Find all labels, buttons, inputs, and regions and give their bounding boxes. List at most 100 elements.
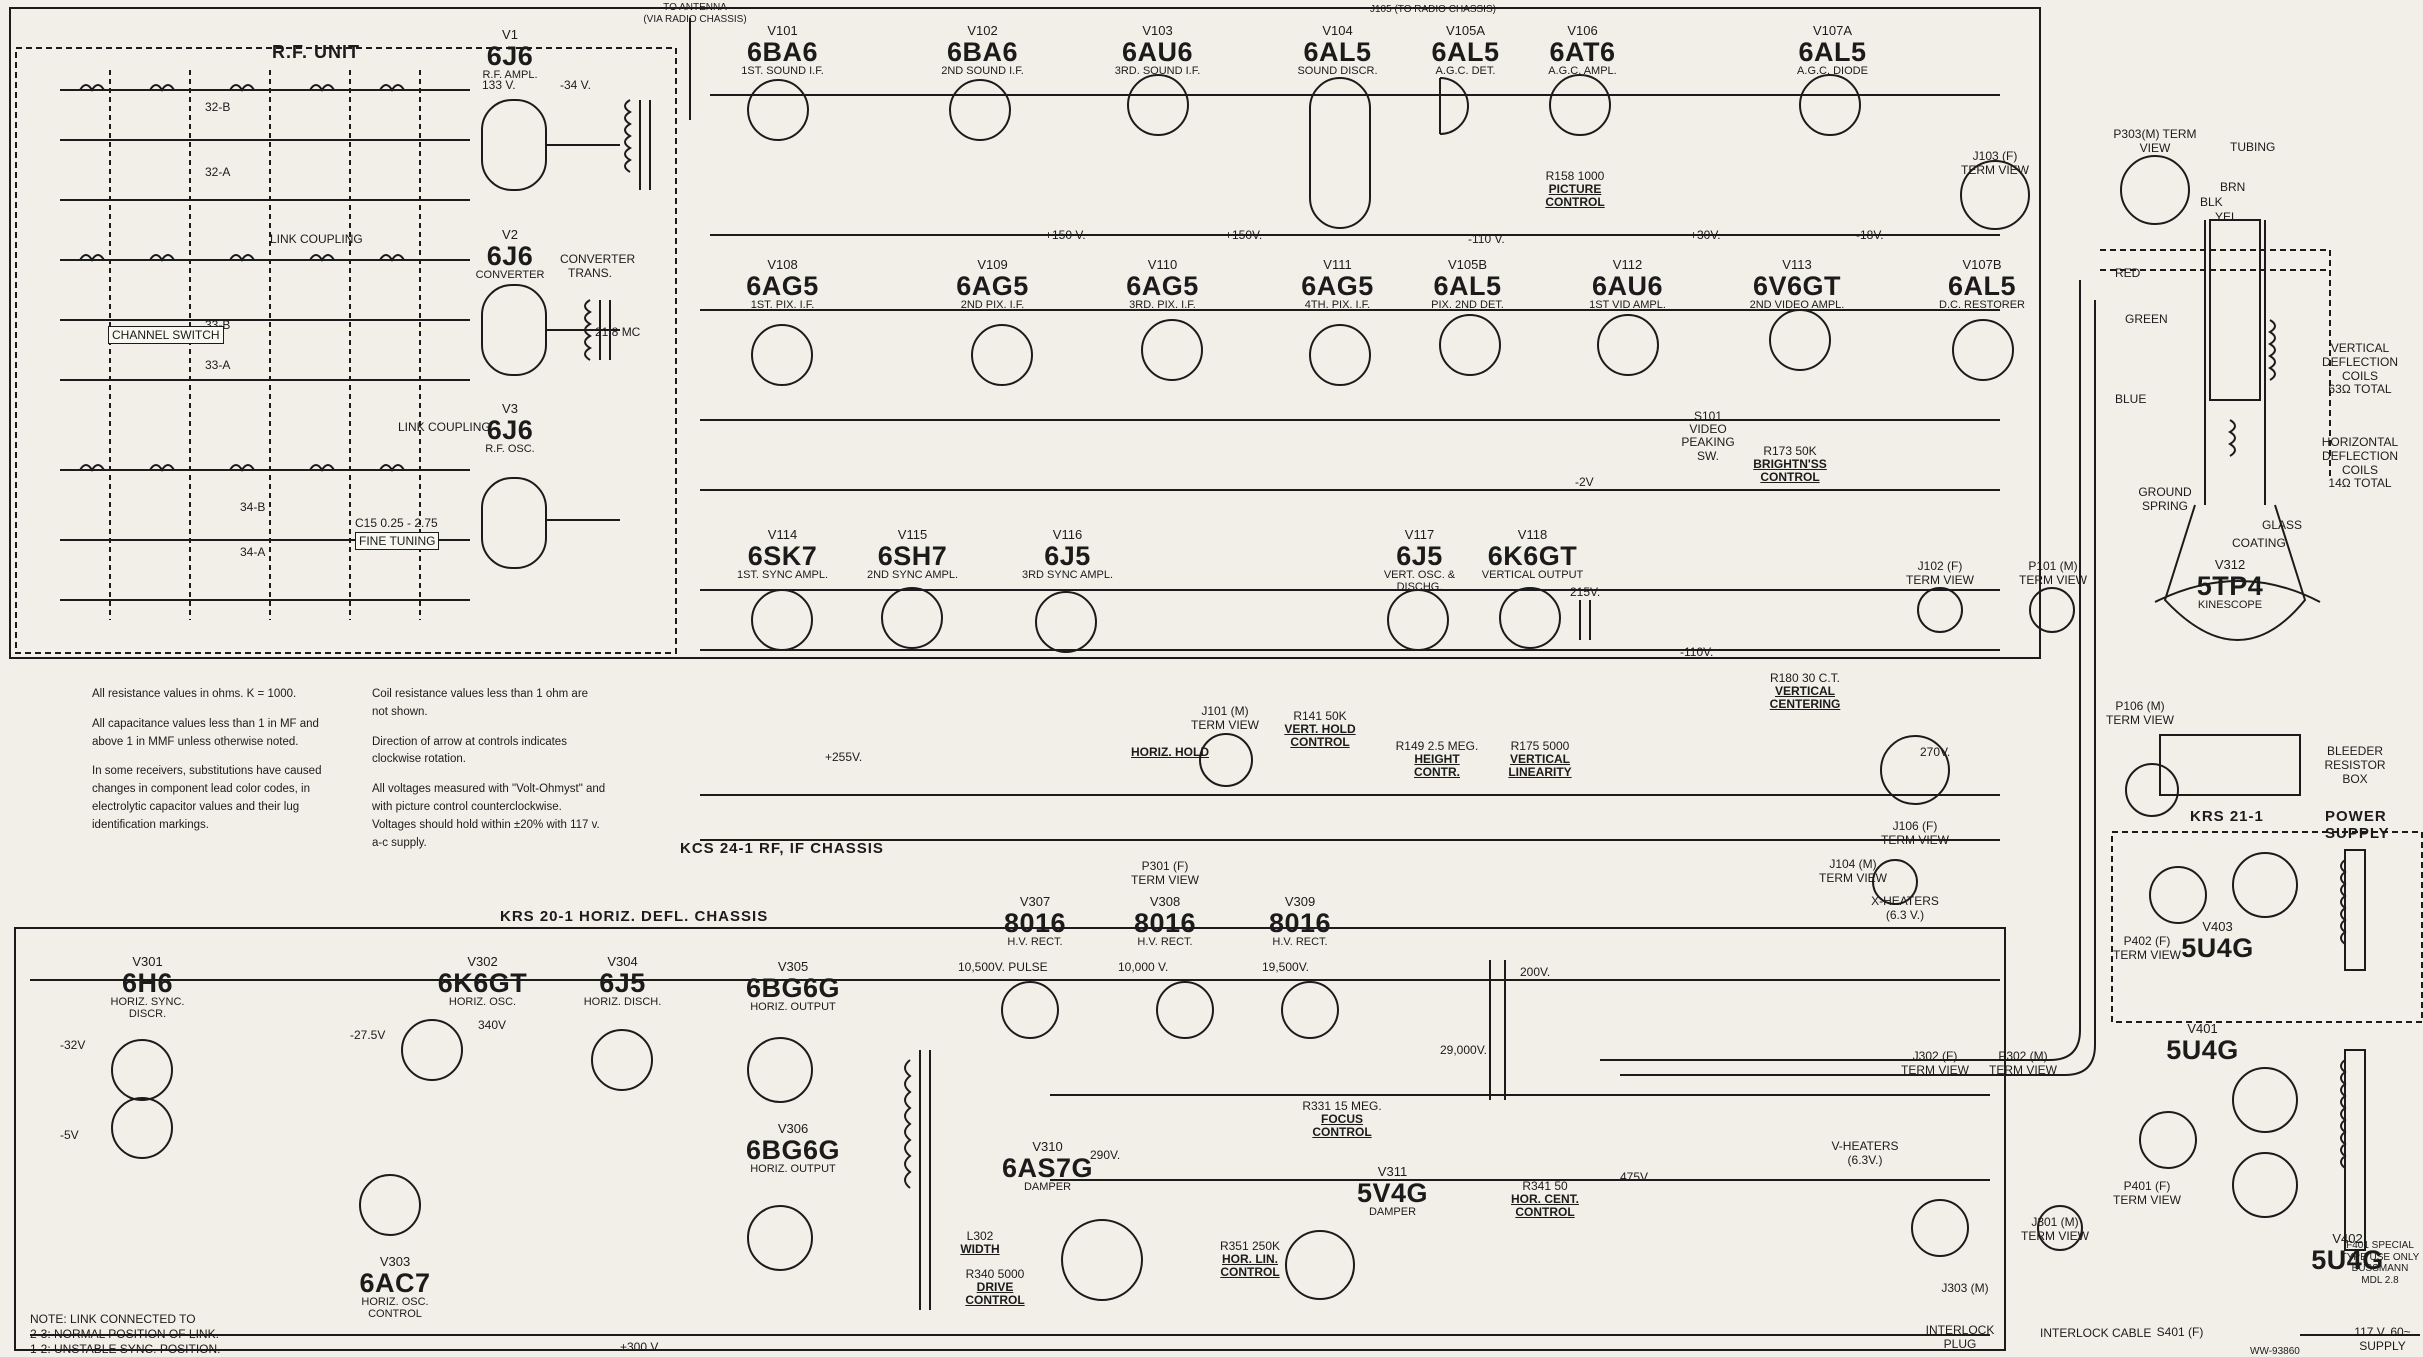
connector-label: J106 (F) TERM VIEW (1881, 819, 1949, 847)
tube-type: 6J5 (1396, 540, 1443, 571)
tube-type: 5TP4 (2196, 570, 2264, 601)
control-name: VIDEO PEAKING (1681, 422, 1735, 450)
connector-label: J302 (F) TERM VIEW (1901, 1049, 1969, 1077)
control-name: HOR. LIN. (1222, 1252, 1278, 1267)
tube-func: 2ND PIX. I.F. (960, 298, 1025, 311)
tube-id: V106 (1567, 23, 1598, 38)
tube-func: 2ND SOUND I.F. (941, 64, 1024, 77)
connector-label: J102 (F) TERM VIEW (1906, 559, 1974, 587)
control-ref: R351 250K (1219, 1239, 1281, 1253)
control-name: VERTICAL (1510, 752, 1570, 767)
tube-type: 8016 (1268, 907, 1332, 938)
horiz-hold-control[interactable]: HORIZ. HOLD (1125, 745, 1215, 759)
voltage-label: +300 V. (620, 1340, 661, 1354)
connector-label: P101 (M) TERM VIEW (2019, 559, 2087, 587)
link-coupling-label-2: LINK COUPLING (398, 420, 491, 434)
connector-label: J104 (M) TERM VIEW (1819, 857, 1887, 885)
coil-group-label: 32-A (205, 165, 231, 179)
control-word: LINEARITY (1508, 765, 1572, 780)
tube-func: DAMPER (1023, 1180, 1072, 1193)
tube-id: V401 (2187, 1021, 2218, 1036)
voltage-label: 200V. (1520, 965, 1551, 979)
voltage-label: -18V. (1856, 228, 1884, 242)
voltage-label: +150V. (1225, 228, 1263, 242)
voltage-label: +150 V. (1045, 228, 1086, 242)
tube-id: V304 (607, 954, 638, 969)
control-ref: R331 15 MEG. (1302, 1099, 1382, 1113)
tube-func: A.G.C. DET. (1435, 64, 1496, 77)
v-heaters-label: V-HEATERS (6.3V.) (1831, 1139, 1899, 1167)
connector-label: J103 (F) TERM VIEW (1961, 149, 2029, 177)
tube-id: V110 (1147, 257, 1178, 272)
control-word: CONTROL (1515, 1205, 1575, 1220)
tube-id: V309 (1284, 894, 1316, 909)
tube-func: HORIZ. OSC. CONTROL (361, 1295, 429, 1320)
tube-func: HORIZ. OSC. (448, 995, 517, 1008)
tube-type: 6SH7 (877, 540, 948, 571)
channel-switch[interactable]: CHANNEL SWITCH (108, 326, 224, 344)
p303-label: P303(M) TERM VIEW (2113, 127, 2197, 155)
tube-id: V107A (1812, 23, 1853, 38)
tube-func: HORIZ. OUTPUT (750, 1000, 836, 1013)
tube-func: HORIZ. DISCH. (583, 995, 662, 1008)
interlock-cable-label: INTERLOCK CABLE (2040, 1326, 2152, 1340)
voltage-label: +30V. (1690, 228, 1721, 242)
tube-func: D.C. RESTORER (1939, 298, 2025, 311)
voltage-label: -5V (60, 1128, 79, 1142)
tube-type: 6J6 (486, 40, 534, 71)
tube-type: 6J6 (486, 240, 534, 271)
tube-type: 6AG5 (746, 270, 819, 301)
control-name: WIDTH (960, 1242, 1000, 1257)
voltage-label: +255V. (825, 750, 863, 764)
fine-tuning-control[interactable]: FINE TUNING (355, 532, 440, 550)
vd-line: COILS (2341, 368, 2378, 383)
tube-func: H.V. RECT. (1137, 935, 1193, 948)
control-word: CENTERING (1769, 697, 1841, 712)
tube-id: V118 (1517, 527, 1548, 542)
tube-func: 1ST. SOUND I.F. (741, 64, 824, 77)
tube-type: 6AU6 (1591, 270, 1664, 301)
tube-func: H.V. RECT. (1007, 935, 1063, 948)
tube-func: VERT. OSC. & DISCHG. (1383, 568, 1456, 593)
voltage-label: 290V. (1090, 1148, 1121, 1162)
note-paragraph: Coil resistance values less than 1 ohm a… (372, 688, 589, 718)
tube-type: 6SK7 (747, 540, 818, 571)
tube-id: V3 (502, 401, 518, 416)
voltage-label: -2V (1575, 475, 1594, 489)
tubing-label: TUBING (2230, 140, 2276, 154)
footnote-line: NOTE: LINK CONNECTED TO (30, 1312, 196, 1326)
control-ref: R158 1000 (1545, 169, 1605, 183)
hd-line: HORIZONTAL (2321, 435, 2399, 449)
control-ref: R173 50K (1763, 444, 1817, 458)
tube-id: V107B (1962, 257, 2002, 272)
control-name: BRIGHTN'SS (1753, 457, 1827, 472)
tube-id: V311 (1377, 1164, 1408, 1179)
voltage-label: 475V. (1620, 1170, 1651, 1184)
control-word: CONTROL (1312, 1125, 1372, 1140)
tube-id: V101 (767, 23, 798, 38)
hv-label: 10,000 V. (1118, 960, 1169, 974)
